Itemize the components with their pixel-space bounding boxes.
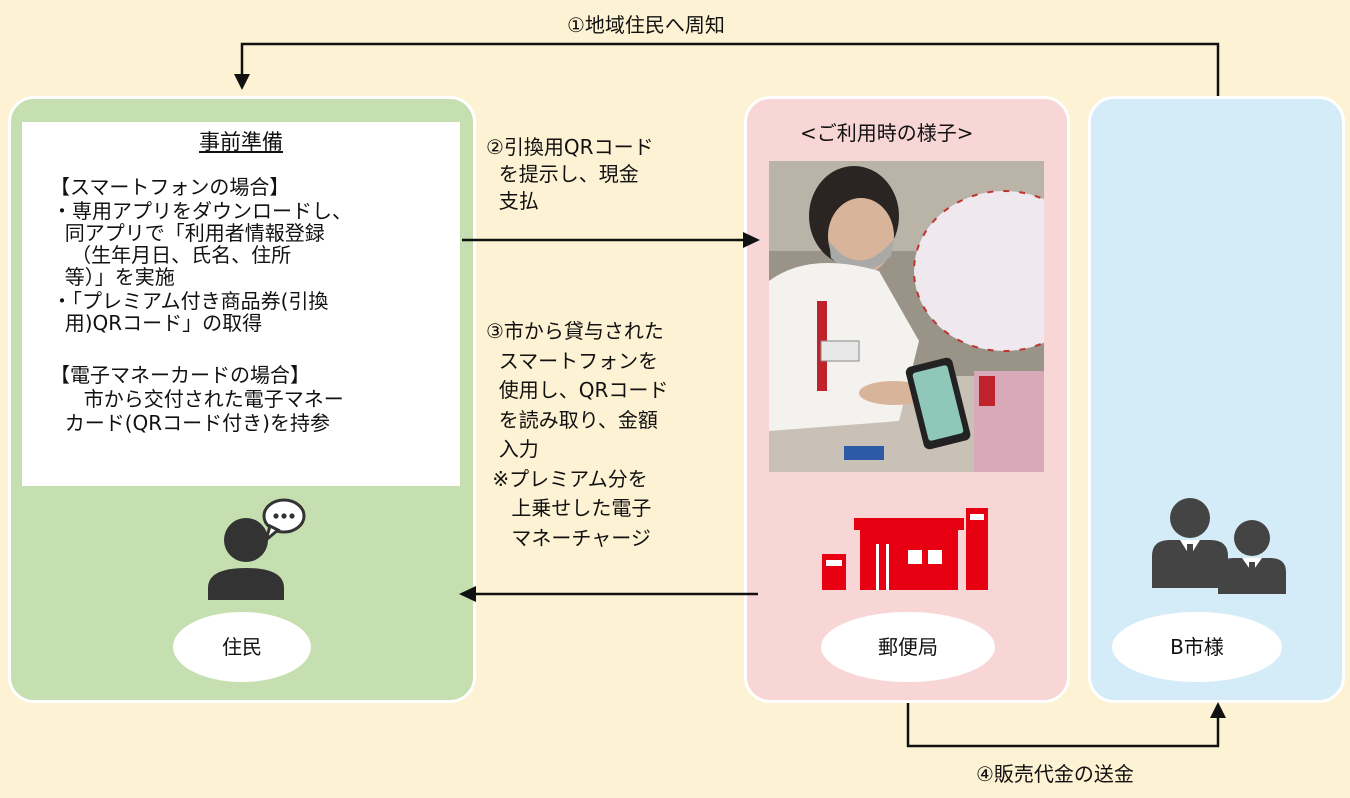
present-qr-label: ②引換用QRコード を提示し、現金 支払 [486, 135, 654, 213]
post-office-icon [822, 508, 988, 590]
notify-arrow [240, 42, 1220, 96]
prep-line: （生年月日、氏名、住所 [52, 243, 292, 267]
photo-caption: <ご利用時の様子> [800, 121, 974, 145]
prep-line: 用)QRコード」の取得 [52, 311, 263, 335]
city-label: B市様 [1112, 612, 1282, 682]
prep-line: 【スマートフォンの場合】 [50, 175, 290, 199]
prep-line: 【電子マネーカードの場合】 [50, 363, 310, 387]
usage-photo [769, 161, 1044, 472]
notify-label: ①地域住民へ周知 [567, 13, 725, 37]
prep-line: 市から交付された電子マネー [52, 387, 344, 411]
officials-icon [1152, 498, 1286, 594]
person-speech-icon [208, 498, 306, 600]
prep-line: ・専用アプリをダウンロードし、 [52, 199, 352, 223]
resident-label: 住民 [173, 612, 311, 682]
preparation-box: 事前準備 【スマートフォンの場合】 ・専用アプリをダウンロードし、 同アプリで「… [22, 122, 460, 486]
city-panel [1088, 96, 1345, 703]
remit-arrow [906, 703, 1220, 748]
preparation-title: 事前準備 [199, 130, 283, 154]
scan-label: ③市から貸与された スマートフォンを 使用し、QRコード を読み取り、金額 入力… [486, 319, 669, 550]
prep-line: カード(QRコード付き)を持参 [52, 411, 330, 435]
remit-label: ④販売代金の送金 [976, 762, 1134, 786]
prep-line: 同アプリで「利用者情報登録 [52, 221, 325, 245]
post-office-label: 郵便局 [821, 612, 995, 682]
prep-line: ・「プレミアム付き商品券(引換 [52, 289, 329, 313]
prep-line: 等）」を実施 [52, 265, 175, 289]
